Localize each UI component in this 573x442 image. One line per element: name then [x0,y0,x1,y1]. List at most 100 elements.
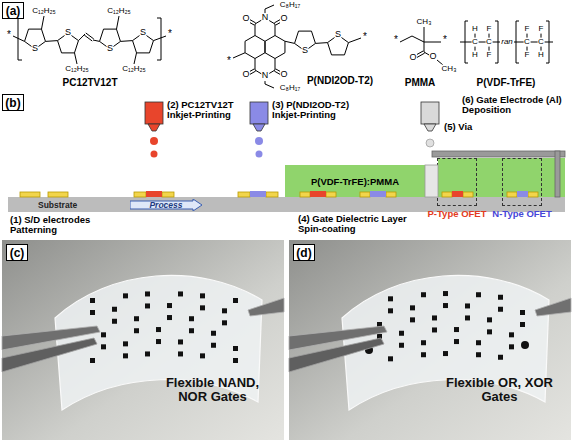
circuit-pattern [123,341,128,346]
node-text: (a) [6,4,21,18]
circuit-pattern [101,344,106,349]
copolymer-label: ran [501,38,514,47]
circuit-pattern [178,339,183,344]
bracket [157,18,161,60]
via-drop [426,139,434,147]
circuit-pattern [123,353,128,358]
circuit-pattern [465,315,470,320]
ink-drop [150,137,158,145]
substituent-label: C₁₂H₂₅ [32,7,57,16]
semiconductor-layer [310,191,326,197]
node-text: (c) [10,246,25,260]
circuit-pattern [520,310,525,315]
bond [424,27,425,42]
circuit-pattern [145,291,150,296]
node-text: (d) [296,246,311,260]
circuit-pattern [476,352,481,357]
tweezers [289,326,387,350]
circuit-pattern [476,292,481,297]
tweezers [2,338,97,372]
circuit-pattern [432,327,437,332]
atom-label: N [261,13,269,23]
circuit-pattern [421,352,426,357]
bracket [546,21,549,63]
via-nozzle [421,102,439,124]
substituent-label: C₈H₁₇ [279,84,300,93]
chemical-structures [13,5,553,88]
atom-label: S [64,28,71,38]
circuit-pattern [101,332,106,337]
sd-electrode [360,192,370,197]
photo-background [2,240,284,440]
circuit-pattern [90,310,95,315]
sd-electrode [20,192,40,197]
inkjet-nozzle [145,102,163,124]
atom-label: H [538,51,545,60]
atom-label: F [538,25,544,34]
circuit-pattern [487,329,492,334]
panel-label: (a) [2,2,24,19]
substituent-label: C₁₂H₂₅ [65,65,90,74]
bond [93,40,100,41]
circuit-pattern [377,334,382,339]
semiconductor-layer [370,191,386,197]
inkjet-nozzle-tip [148,124,160,131]
side-chain-bond [75,53,78,64]
circuit-pattern [388,308,393,313]
bond [233,53,245,58]
via-hole [425,165,438,197]
tweezers [289,338,384,372]
node-text: P-Type OFET [428,208,487,219]
bond [285,41,295,43]
bracket [465,21,468,63]
photo-caption: Flexible OR, XOR Gates [437,376,562,405]
atom-label: H [472,51,479,60]
bond [424,42,425,52]
circuit-pattern [200,293,205,298]
process-step-label: (1) S/D electrodes Patterning [10,215,102,236]
circuit-pattern [454,339,459,344]
double-bond [86,33,94,39]
inkjet-nozzle-tip [253,124,265,131]
arrow-shape [130,199,202,211]
circuit-pattern [377,322,382,327]
process-step-label: (6) Gate Electrode (Al) Deposition [462,95,568,116]
contact-pad [521,341,529,349]
naphthalene-ring [265,36,285,59]
node-text: Substrate [38,200,77,210]
end-group-label: * [394,34,399,45]
bracket [495,21,498,63]
backbone-bond [460,42,500,43]
tweezers [2,326,100,350]
circuit-pattern [233,298,238,303]
circuit-pattern [178,351,183,356]
node-text: Process [149,200,182,210]
inkjet-nozzle [250,102,268,124]
circuit-pattern [233,358,238,363]
atom-label: C [486,38,493,47]
circuit-pattern [200,305,205,310]
circuit-pattern [443,303,448,308]
process-step-label: (4) Gate Dielectric Layer Spin-coating [298,214,422,235]
panel-label: (b) [2,94,24,111]
via-nozzle-tip [424,124,436,131]
gate-electrode [432,151,565,157]
side-chain-bond [117,16,120,29]
node-text: (b) [5,96,20,110]
circuit-pattern [399,343,404,348]
substituent-label: C₁₂H₂₅ [122,65,147,74]
end-group-label: * [7,29,12,40]
circuit-pattern [454,327,459,332]
tweezers [248,298,284,316]
atom-label: F [486,51,492,60]
polymer-name: PMMA [404,77,436,88]
atom-label: C [524,38,531,47]
circuit-pattern [189,328,194,333]
end-group-label: * [168,28,173,39]
circuit-pattern [156,339,161,344]
circuit-pattern [233,346,238,351]
double-bond [84,35,92,41]
ink-drop [256,151,263,158]
tweezers [535,298,571,316]
circuit-pattern [509,332,514,337]
